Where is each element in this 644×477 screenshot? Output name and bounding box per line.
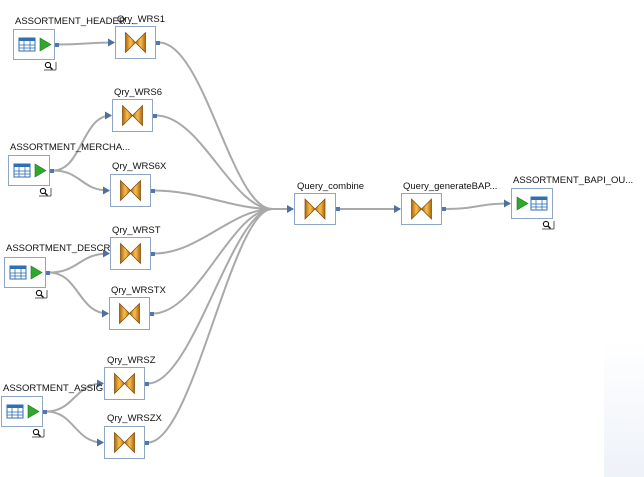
play-table-icon — [516, 196, 548, 211]
wire-s2-q2 — [52, 114, 112, 172]
table-icon — [530, 196, 548, 211]
source-node-assortment-header[interactable] — [13, 29, 55, 60]
query-node-qry-wrs1[interactable] — [115, 26, 156, 59]
wire-s1-q1 — [57, 41, 115, 46]
arrow-head — [97, 438, 104, 447]
output-port[interactable] — [150, 311, 154, 316]
bowtie-query-icon — [119, 302, 140, 325]
wire-q5-combine — [152, 208, 273, 315]
magnifier-icon[interactable] — [541, 217, 555, 230]
arrow-head — [108, 38, 115, 47]
arrow-head — [97, 379, 104, 388]
bowtie-query-icon — [304, 198, 326, 220]
source-label-assortment-mercha: ASSORTMENT_MERCHA... — [10, 142, 131, 153]
query-label-qry-wrszx: Qry_WRSZX — [107, 413, 162, 424]
play-icon — [30, 265, 43, 280]
arrow-head — [287, 205, 294, 213]
target-node-assortment-bapi-ou[interactable] — [511, 188, 553, 219]
query-label-qry-wrs1: Qry_WRS1 — [117, 14, 166, 25]
query-label-query-generatebap: Query_generateBAP... — [403, 181, 498, 192]
output-port[interactable] — [151, 251, 155, 256]
play-icon — [516, 196, 529, 211]
wire-q1-combine — [158, 41, 273, 210]
table-play-icon — [6, 404, 40, 419]
output-port[interactable] — [46, 270, 50, 275]
play-icon — [34, 163, 47, 178]
magnifier-icon[interactable] — [34, 286, 48, 299]
query-node-qry-wrszx[interactable] — [104, 426, 145, 459]
wire-s2-q3 — [52, 169, 110, 192]
bowtie-query-icon — [122, 104, 143, 127]
source-node-assortment-descri[interactable] — [4, 257, 46, 288]
source-node-assortment-assign[interactable] — [1, 396, 43, 427]
wire-q7-combine — [147, 208, 273, 444]
output-port[interactable] — [156, 40, 160, 45]
query-node-qry-wrsz[interactable] — [104, 367, 145, 400]
target-label-assortment-bapi-ou: ASSORTMENT_BAPI_OU... — [513, 175, 634, 186]
arrow-head — [105, 111, 112, 120]
output-port[interactable] — [145, 381, 149, 386]
bowtie-query-icon — [411, 198, 432, 220]
table-play-icon — [13, 163, 47, 178]
query-label-qry-wrs6x: Qry_WRS6X — [112, 161, 167, 172]
query-label-qry-wrstx: Qry_WRSTX — [111, 285, 166, 296]
wire-s4-q7 — [45, 410, 104, 444]
arrow-head — [103, 249, 110, 258]
wire-q3-combine — [153, 189, 273, 210]
output-port[interactable] — [55, 42, 59, 47]
query-label-qry-wrs6: Qry_WRS6 — [114, 87, 163, 98]
source-node-assortment-mercha[interactable] — [8, 155, 50, 186]
wire-generate-target — [444, 202, 511, 210]
query-label-qry-wrsz: Qry_WRSZ — [107, 355, 156, 366]
query-node-query-combine[interactable] — [294, 193, 336, 225]
bowtie-query-icon — [114, 372, 135, 395]
scroll-shadow — [604, 340, 644, 477]
wire-q4-combine — [153, 208, 273, 255]
output-port[interactable] — [153, 113, 157, 118]
arrow-head — [102, 309, 109, 318]
bowtie-query-icon — [120, 179, 141, 202]
arrow-head — [103, 186, 110, 195]
table-icon — [18, 37, 36, 52]
output-port[interactable] — [50, 168, 54, 173]
magnifier-icon[interactable] — [43, 58, 57, 71]
arrow-head — [394, 205, 401, 213]
query-label-qry-wrst: Qry_WRST — [112, 225, 161, 236]
output-port[interactable] — [442, 207, 446, 211]
play-icon — [39, 37, 52, 52]
output-port[interactable] — [43, 409, 47, 414]
query-node-qry-wrst[interactable] — [110, 237, 151, 270]
arrow-head — [504, 199, 511, 208]
wire-q2-combine — [155, 114, 273, 210]
query-node-query-generatebap[interactable] — [401, 193, 442, 225]
output-port[interactable] — [151, 188, 155, 193]
query-node-qry-wrstx[interactable] — [109, 297, 150, 330]
wire-s4-q6 — [45, 382, 104, 413]
magnifier-icon[interactable] — [38, 184, 52, 197]
table-icon — [6, 404, 24, 419]
magnifier-icon[interactable] — [31, 425, 45, 438]
source-label-assortment-descri: ASSORTMENT_DESCRI... — [6, 243, 121, 254]
output-port[interactable] — [336, 207, 340, 211]
wire-q6-combine — [147, 208, 273, 385]
wire-s3-q4 — [48, 252, 110, 274]
source-label-assortment-assign: ASSORTMENT_ASSIGN... — [3, 383, 118, 394]
table-play-icon — [9, 265, 43, 280]
query-node-qry-wrs6x[interactable] — [110, 174, 151, 207]
bowtie-query-icon — [120, 242, 141, 265]
play-icon — [27, 404, 40, 419]
query-node-qry-wrs6[interactable] — [112, 99, 153, 132]
table-icon — [9, 265, 27, 280]
output-port[interactable] — [145, 440, 149, 445]
bowtie-query-icon — [114, 431, 135, 454]
source-label-assortment-header: ASSORTMENT_HEADER... — [15, 16, 134, 27]
bowtie-query-icon — [125, 31, 146, 54]
wire-s3-q5 — [48, 271, 109, 315]
table-play-icon — [18, 37, 52, 52]
table-icon — [13, 163, 31, 178]
query-label-query-combine: Query_combine — [297, 181, 365, 192]
